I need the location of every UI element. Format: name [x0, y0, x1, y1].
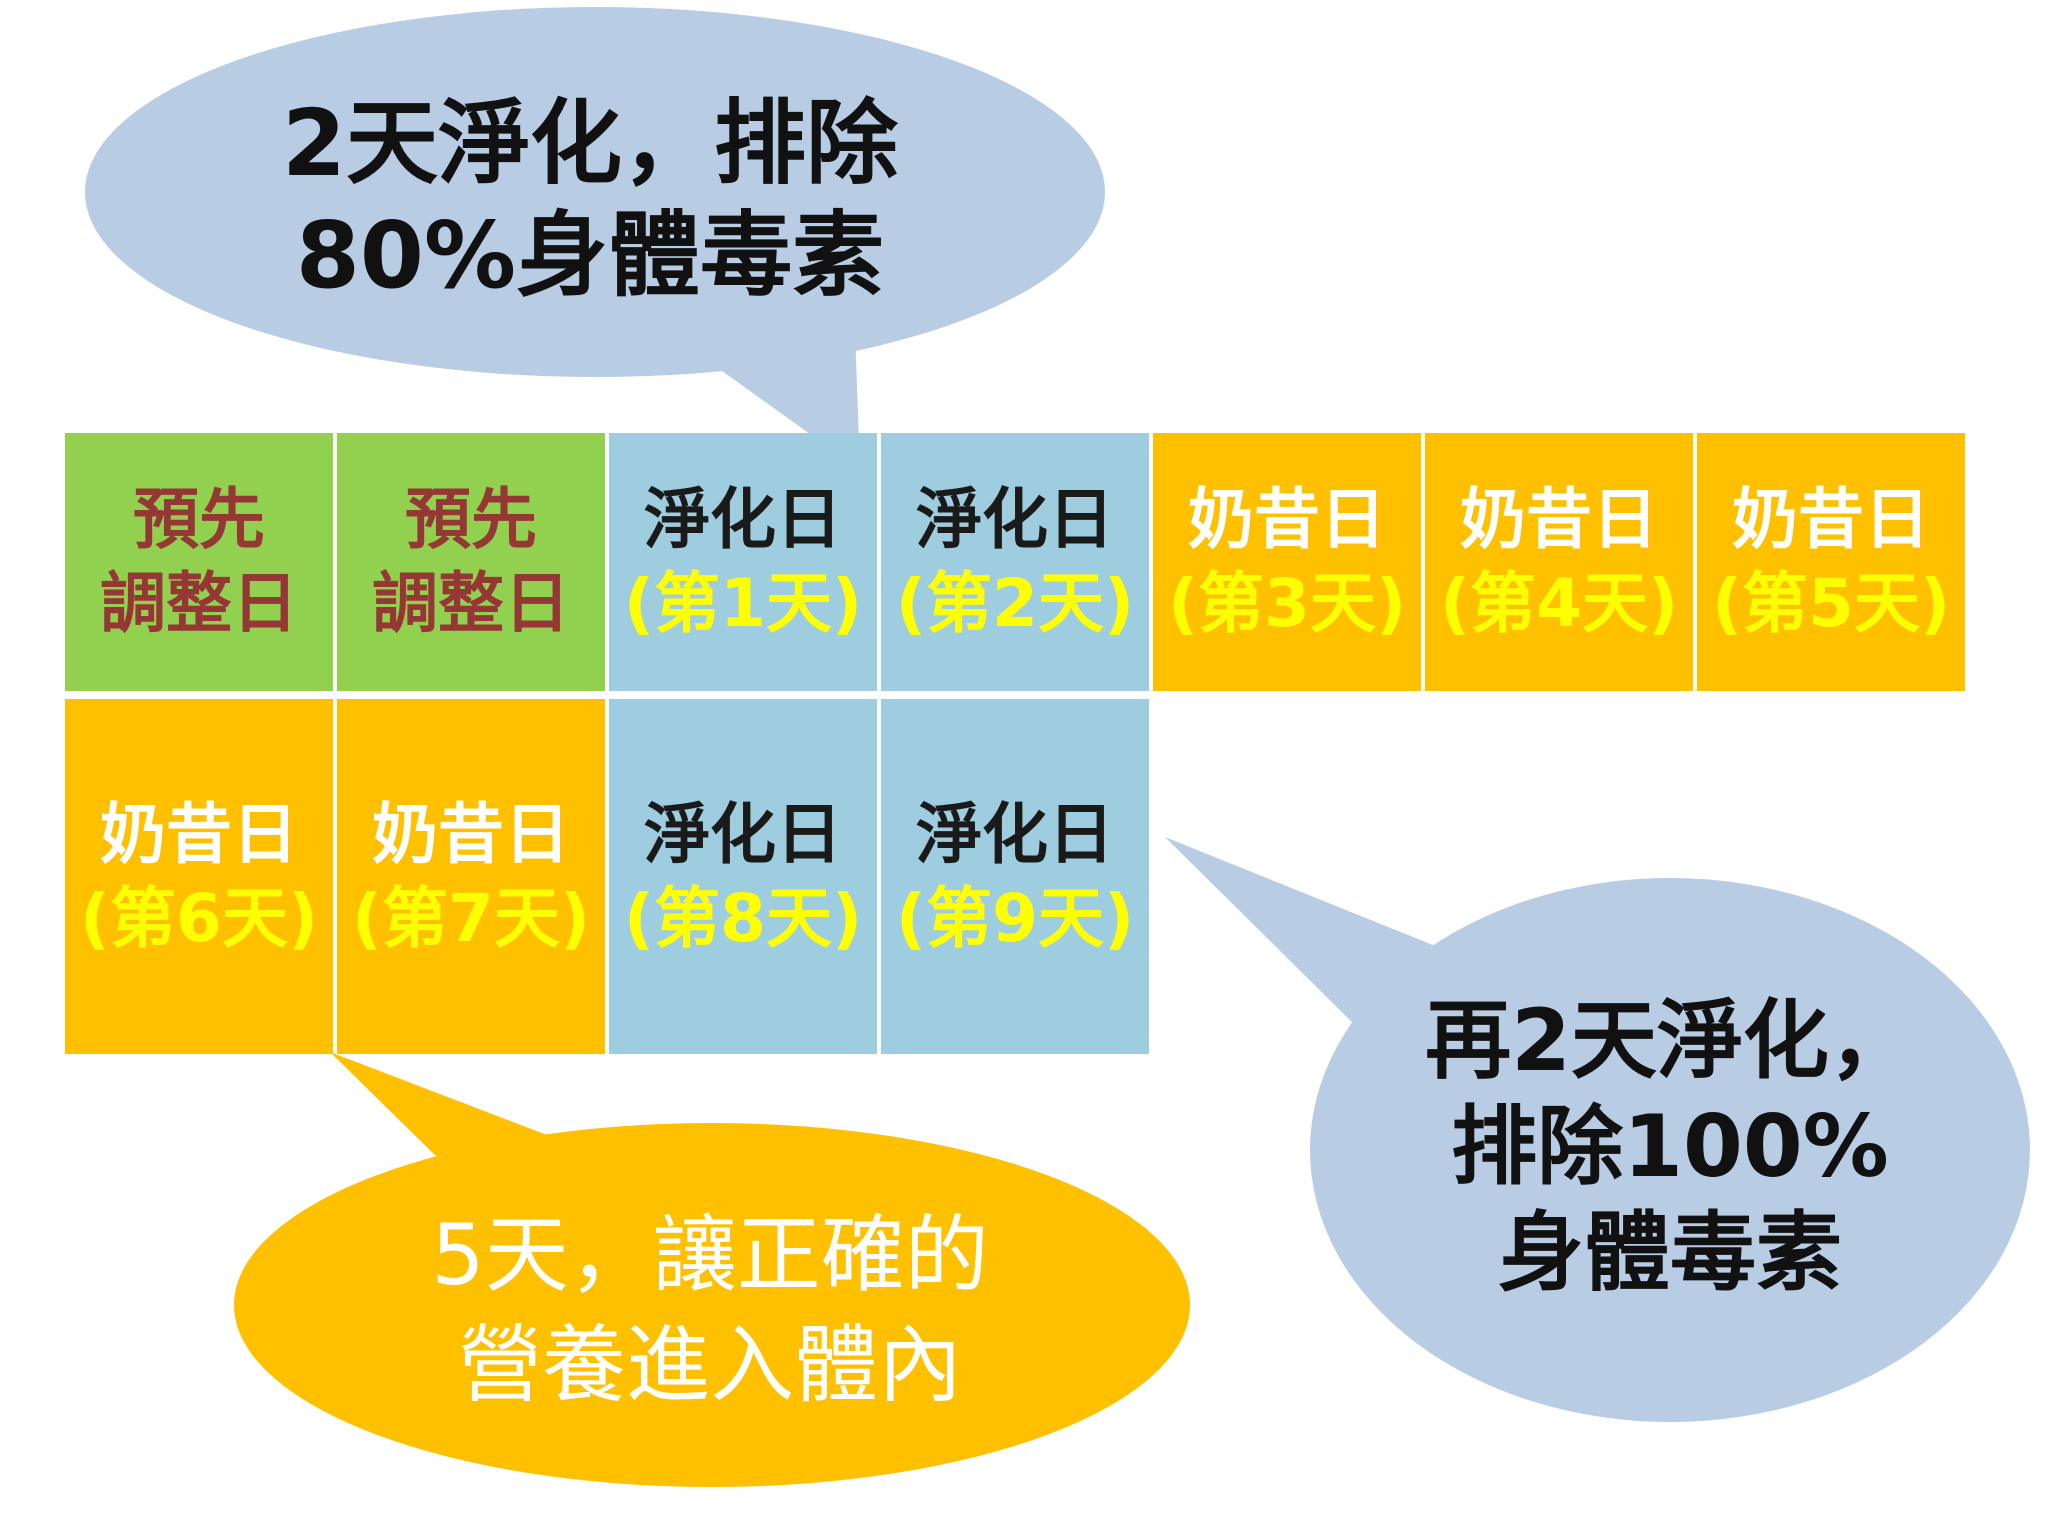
cell-day: (第9天): [895, 879, 1135, 957]
cell-sublabel: 調整日: [100, 565, 298, 642]
schedule-cell-cleanse-day2: 淨化日 (第2天): [881, 433, 1149, 691]
cell-label: 預先: [133, 481, 265, 558]
right-bubble-line-2: 排除100%: [1451, 1097, 1889, 1197]
top-bubble-line-2: 80%身體毒素: [295, 202, 885, 309]
cell-day: (第5天): [1711, 565, 1951, 642]
cell-label: 淨化日: [916, 795, 1114, 873]
cell-day: (第2天): [895, 565, 1135, 642]
schedule-cell-shake-day4: 奶昔日 (第4天): [1425, 433, 1693, 691]
bottom-bubble-line-2: 營養進入體內: [457, 1316, 962, 1414]
right-bubble-line-3: 身體毒素: [1498, 1203, 1842, 1303]
schedule-cell-prep-2: 預先 調整日: [337, 433, 605, 691]
cell-label: 淨化日: [644, 795, 842, 873]
cell-day: (第8天): [623, 879, 863, 957]
bottom-bubble-text: 5天，讓正確的 營養進入體內: [260, 1200, 1160, 1420]
schedule-cell-shake-day6: 奶昔日 (第6天): [65, 699, 333, 1054]
schedule-cell-cleanse-day8: 淨化日 (第8天): [609, 699, 877, 1054]
cell-day: (第6天): [79, 879, 319, 957]
cell-day: (第7天): [351, 879, 591, 957]
schedule-cell-shake-day5: 奶昔日 (第5天): [1697, 433, 1965, 691]
schedule-cell-cleanse-day1: 淨化日 (第1天): [609, 433, 877, 691]
schedule-cell-shake-day3: 奶昔日 (第3天): [1153, 433, 1421, 691]
cell-label: 淨化日: [916, 481, 1114, 558]
schedule-cell-cleanse-day9: 淨化日 (第9天): [881, 699, 1149, 1054]
top-bubble-text: 2天淨化，排除 80%身體毒素: [130, 88, 1050, 312]
right-bubble-text: 再2天淨化， 排除100% 身體毒素: [1330, 988, 2010, 1306]
right-speech-bubble: [1165, 837, 2030, 1422]
cell-day: (第1天): [623, 565, 863, 642]
bottom-speech-bubble: [234, 1052, 1190, 1487]
schedule-cell-prep-1: 預先 調整日: [65, 433, 333, 691]
cell-label: 奶昔日: [100, 795, 298, 873]
cell-label: 奶昔日: [1188, 481, 1386, 558]
cell-label: 預先: [405, 481, 537, 558]
cell-label: 奶昔日: [372, 795, 570, 873]
cell-sublabel: 調整日: [372, 565, 570, 642]
top-bubble-line-1: 2天淨化，排除: [281, 90, 898, 197]
schedule-cell-shake-day7: 奶昔日 (第7天): [337, 699, 605, 1054]
right-bubble-line-1: 再2天淨化，: [1425, 991, 1915, 1091]
cell-label: 奶昔日: [1460, 481, 1658, 558]
cell-label: 淨化日: [644, 481, 842, 558]
cell-label: 奶昔日: [1732, 481, 1930, 558]
cell-day: (第3天): [1167, 565, 1407, 642]
bottom-bubble-line-1: 5天，讓正確的: [431, 1206, 989, 1304]
cell-day: (第4天): [1439, 565, 1679, 642]
